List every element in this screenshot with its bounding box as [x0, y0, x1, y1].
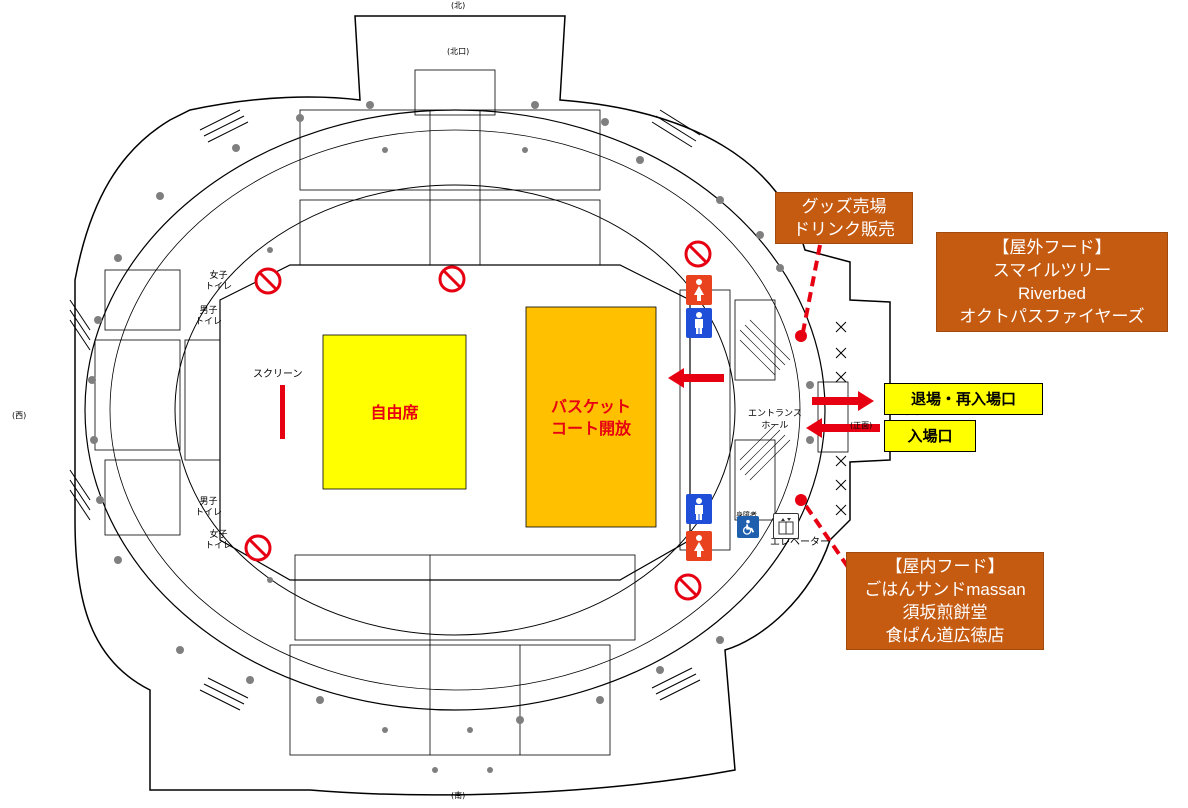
elevator-label: エレベーター: [770, 537, 830, 548]
exit-reentry-sign: 退場・再入場口: [884, 383, 1043, 415]
women-restroom-label: 女子 トイレ: [205, 271, 233, 292]
no-entry-icon: [244, 534, 272, 562]
men-restroom-icon: [686, 308, 712, 338]
free-seating-zone: [322, 334, 467, 490]
men-restroom-icon: [686, 494, 712, 524]
elevator-icon: [773, 513, 799, 539]
women-restroom-label: 女子 トイレ: [205, 530, 233, 551]
indoor-food-callout: 【屋内フード】 ごはんサンドmassan 須坂煎餅堂 食ぱん道広徳店: [846, 552, 1044, 650]
men-restroom-label: 男子 トイレ: [195, 306, 223, 327]
basketball-court-zone: [525, 306, 657, 528]
north-gate-label: (北口): [447, 47, 470, 56]
basketball-court-label: バスケット コート開放: [550, 397, 631, 438]
screen-label: スクリーン: [253, 369, 303, 380]
entry-sign: 入場口: [884, 420, 976, 452]
arrow-icon: [812, 391, 874, 411]
compass-west: (西): [12, 411, 27, 420]
wheelchair-icon: [737, 516, 759, 538]
arrow-icon: [806, 418, 880, 438]
screen-marker: [280, 385, 285, 439]
no-entry-icon: [438, 265, 466, 293]
no-entry-icon: [674, 573, 702, 601]
goods-callout: グッズ売場 ドリンク販売: [775, 192, 913, 244]
compass-south: (南): [451, 791, 466, 800]
main-gate-label: (正面): [850, 421, 873, 430]
arena-outer-wall: [74, 15, 891, 796]
outdoor-food-callout: 【屋外フード】 スマイルツリー Riverbed オクトパスファイヤーズ: [936, 232, 1168, 332]
accessible-label: 身障者: [736, 511, 757, 519]
women-restroom-icon: [686, 275, 712, 305]
arrow-icon: [668, 368, 724, 388]
free-seating-label: 自由席: [370, 403, 419, 422]
compass-north: (北): [451, 1, 466, 10]
men-restroom-label: 男子 トイレ: [195, 497, 223, 518]
no-entry-icon: [254, 267, 282, 295]
no-entry-icon: [684, 240, 712, 268]
entrance-hall-label: エントランス ホール: [748, 409, 802, 431]
women-restroom-icon: [686, 531, 712, 561]
